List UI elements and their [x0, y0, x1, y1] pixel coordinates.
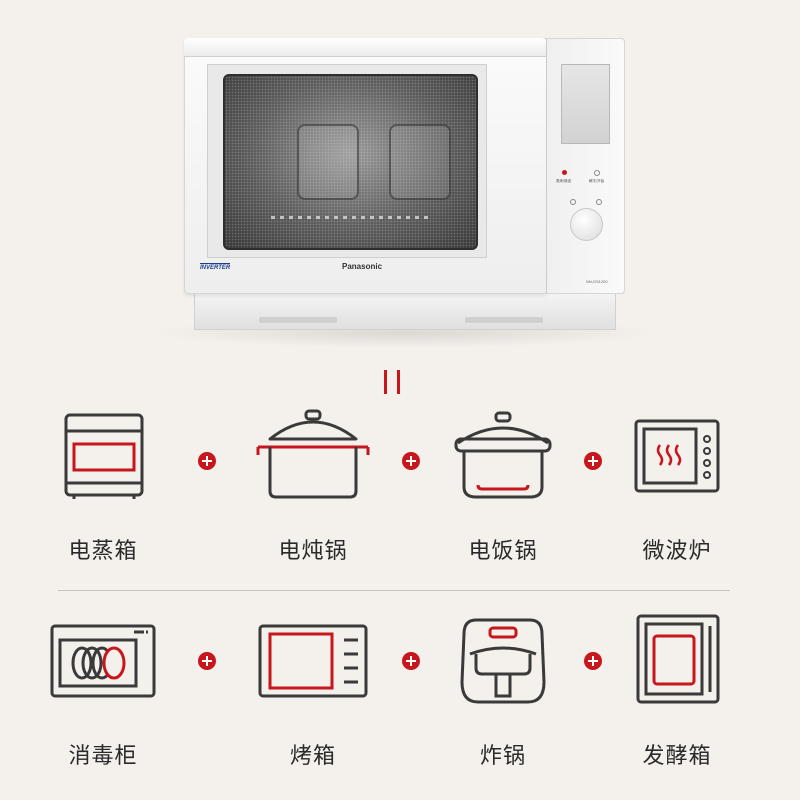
appliance-item-microwave: 微波炉	[612, 405, 742, 564]
plus-icon	[198, 652, 216, 670]
sterilizer-cabinet-icon	[50, 624, 156, 698]
appliance-label: 电炖锅	[278, 539, 348, 564]
proofing-box-icon	[636, 614, 720, 704]
oven-icon	[258, 624, 368, 698]
steamer-icon	[64, 413, 144, 499]
appliance-label: 电饭锅	[468, 539, 538, 564]
appliance-item-steamer: 电蒸箱	[38, 405, 168, 564]
microwave-icon	[634, 419, 720, 493]
oven-door-top	[184, 38, 546, 57]
appliance-label: 电蒸箱	[68, 539, 138, 564]
appliance-label: 发酵箱	[642, 744, 712, 769]
air-fryer-icon	[460, 618, 546, 704]
oven-base	[194, 292, 616, 330]
stew-pot-icon	[256, 409, 370, 499]
appliance-item-proofing-box: 发酵箱	[612, 610, 742, 769]
equals-bar	[384, 370, 387, 394]
row-divider	[58, 590, 730, 591]
plus-icon	[584, 452, 602, 470]
appliance-item-oven: 烤箱	[248, 610, 378, 769]
inverter-badge: INVERTER	[200, 263, 231, 271]
power-button-icon	[562, 170, 567, 175]
control-display	[561, 64, 610, 144]
rice-cooker-icon	[454, 411, 552, 499]
oven-inner-panel	[297, 124, 359, 200]
equals-sign	[384, 370, 404, 396]
base-slot	[465, 317, 543, 323]
oven-window-mesh	[225, 76, 476, 248]
appliance-item-air-fryer: 炸锅	[438, 610, 568, 769]
oven-inner-panel	[389, 124, 451, 200]
appliance-item-rice-cooker: 电饭锅	[438, 405, 568, 564]
control-label: 解冻/开始	[589, 179, 605, 183]
oven-rack	[271, 216, 431, 219]
control-knob	[570, 208, 603, 241]
appliance-item-stew-pot: 电炖锅	[248, 405, 378, 564]
minus-indicator-icon	[570, 199, 576, 205]
equals-bar	[397, 370, 400, 394]
appliance-label: 炸锅	[479, 744, 526, 769]
appliance-item-sterilizer: 消毒柜	[38, 610, 168, 769]
plus-icon	[198, 452, 216, 470]
plus-icon	[402, 652, 420, 670]
product-image: INVERTER Panasonic 蒸烤/微波 解冻/开始 NN-DS1200	[0, 0, 800, 360]
plus-indicator-icon	[596, 199, 602, 205]
oven-window	[223, 74, 478, 250]
appliance-label: 微波炉	[642, 539, 712, 564]
brand-logo: Panasonic	[342, 262, 383, 271]
model-number: NN-DS1200	[586, 279, 608, 284]
base-slot	[259, 317, 337, 323]
appliance-label: 烤箱	[289, 744, 336, 769]
plus-icon	[402, 452, 420, 470]
appliance-label: 消毒柜	[68, 744, 138, 769]
control-label: 蒸烤/微波	[556, 179, 572, 183]
plus-icon	[584, 652, 602, 670]
